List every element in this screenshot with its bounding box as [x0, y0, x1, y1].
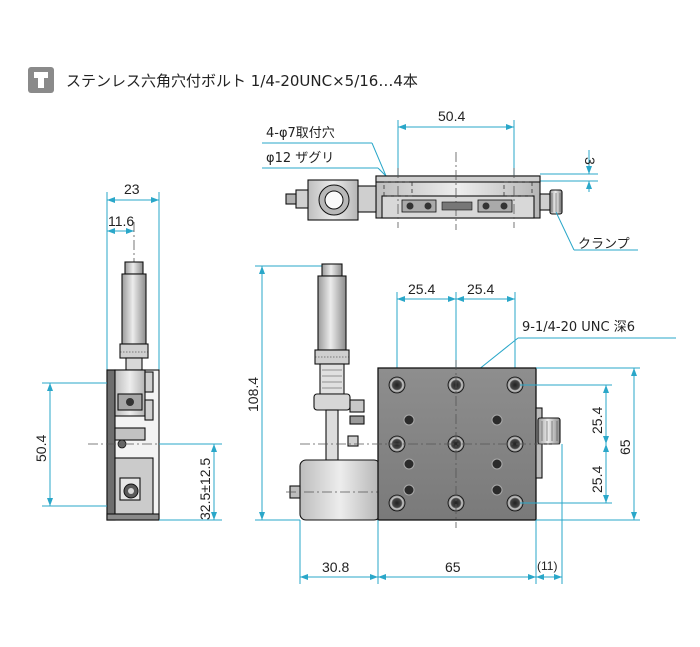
- bottom-table-dim: 65: [445, 559, 461, 575]
- clamp-label: クランプ: [578, 237, 630, 252]
- bolt-icon: [28, 67, 54, 93]
- micrometer-top: [285, 179, 377, 221]
- drive-block: [286, 459, 392, 521]
- pitch-left-dim: 25.4: [408, 281, 435, 297]
- top-offset-dim: 3: [582, 157, 598, 165]
- top-width-dim: 50.4: [438, 108, 465, 124]
- micrometer-side: [119, 261, 149, 371]
- tapped-holes-label: 9-1/4-20 UNC 深6: [522, 320, 635, 335]
- side-width-dim: 23: [124, 181, 140, 197]
- front-view: 108.4 25.4 25.4 9-1/4-20 UNC 深6: [245, 263, 676, 584]
- table-height-dim: 65: [617, 439, 633, 455]
- mount-holes-label: 4-φ7取付穴: [266, 126, 335, 141]
- top-screws: [401, 199, 513, 213]
- pitch-right-dim: 25.4: [467, 281, 494, 297]
- side-view: 23 11.6: [33, 181, 222, 521]
- pitch-v-top-dim: 25.4: [589, 407, 605, 434]
- bottom-left-dim: 30.8: [322, 559, 349, 575]
- mount-hole-grid: [403, 414, 503, 496]
- counterbore-label: φ12 ザグリ: [266, 151, 334, 166]
- side-height-dim: 50.4: [33, 435, 49, 462]
- bottom-clamp-dim: (11): [537, 559, 557, 573]
- micrometer-front: [313, 263, 365, 461]
- total-height-dim: 108.4: [245, 377, 261, 412]
- clamp-knob-top: [539, 189, 563, 215]
- side-travel-dim: 32.5±12.5: [197, 458, 213, 520]
- side-center-dim: 11.6: [108, 213, 134, 229]
- pitch-v-bottom-dim: 25.4: [589, 466, 605, 493]
- stage-body-side: [106, 369, 160, 521]
- header-text: ステンレス六角穴付ボルト 1/4-20UNC×5/16…4本: [66, 72, 418, 90]
- header: ステンレス六角穴付ボルト 1/4-20UNC×5/16…4本: [28, 67, 418, 93]
- top-view: 4-φ7取付穴 φ12 ザグリ 50.4 3: [262, 108, 638, 252]
